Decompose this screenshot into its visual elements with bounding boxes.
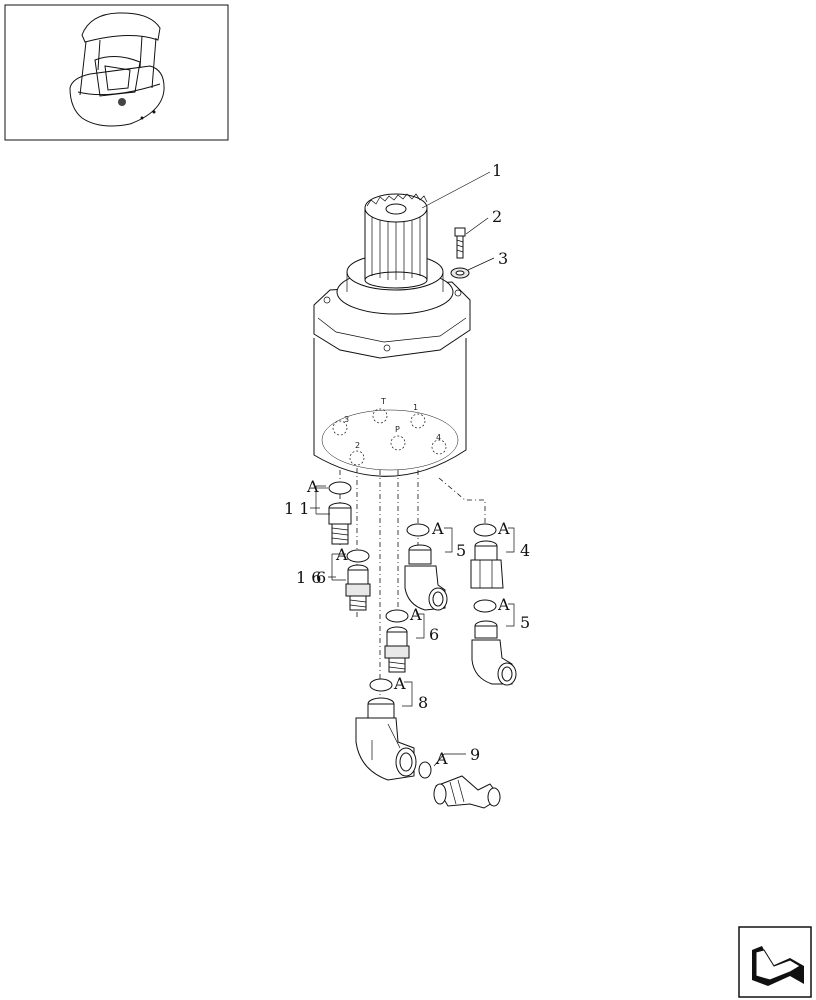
- leader-lines: [310, 171, 515, 767]
- callout-8: 8: [418, 693, 428, 712]
- seal-label: A: [306, 477, 319, 496]
- callout-6-b: 6: [316, 568, 326, 587]
- callout-4: 4: [520, 541, 530, 560]
- callout-5-lower: 5: [520, 613, 530, 632]
- swivel-joint-body: T P 1 2 3 4: [313, 193, 471, 477]
- machine-thumbnail-icon[interactable]: [4, 4, 229, 141]
- elbow-fitting-5-upper: [404, 544, 448, 611]
- callout-11: 1 1: [284, 499, 309, 518]
- straight-fitting-6: [384, 626, 410, 673]
- callout-3: 3: [498, 249, 508, 268]
- seal-labels: A A A A A A A A: [306, 477, 510, 768]
- next-page-arrow-icon[interactable]: [738, 926, 812, 998]
- straight-fitting-4: [470, 540, 504, 589]
- straight-fitting-16: [345, 564, 371, 611]
- callout-6: 6: [429, 625, 439, 644]
- o-rings: [328, 481, 497, 779]
- port-label-4: 4: [436, 433, 441, 442]
- elbow-fitting-9: [433, 775, 501, 809]
- port-label-2: 2: [355, 441, 360, 450]
- callout-9: 9: [470, 745, 480, 764]
- port-label-1: 1: [413, 403, 418, 412]
- seal-label: A: [497, 519, 510, 538]
- port-label-3: 3: [344, 415, 349, 424]
- port-label-p: P: [395, 425, 400, 434]
- elbow-fitting-8: [355, 697, 417, 781]
- callout-16: 1 6: [296, 568, 321, 587]
- callout-2: 2: [492, 207, 502, 226]
- bolt: [454, 227, 466, 259]
- callout-5-upper: 5: [456, 541, 466, 560]
- port-label-t: T: [380, 397, 386, 406]
- elbow-fitting-5-lower: [471, 620, 517, 686]
- callout-1: 1: [492, 161, 502, 180]
- seal-label: A: [497, 595, 510, 614]
- seal-label: A: [431, 519, 444, 538]
- straight-fitting-11: [328, 502, 352, 545]
- seal-label: A: [435, 749, 448, 768]
- seal-label: A: [335, 545, 348, 564]
- callouts: 1 2 3 1 1 1 6 5 4 5 6 6 8 9: [284, 161, 530, 764]
- washer: [450, 267, 470, 279]
- seal-label: A: [393, 674, 406, 693]
- seal-label: A: [409, 605, 422, 624]
